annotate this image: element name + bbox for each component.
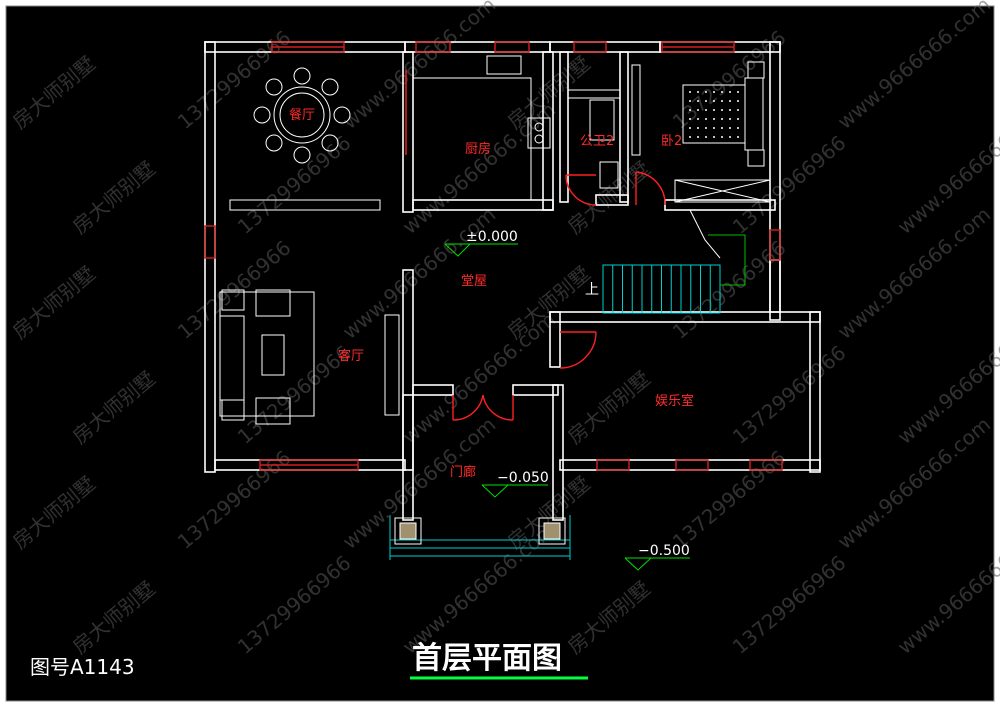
- room-label-hall: 堂屋: [461, 274, 487, 289]
- room-label-bedroom: 卧2: [661, 134, 682, 149]
- toilet-fixtures: [567, 89, 621, 189]
- room-label-dining: 餐厅: [289, 107, 315, 123]
- bed-dot: [689, 100, 691, 102]
- kitchen-fixtures: [412, 55, 551, 201]
- room-label-porch: 门廊: [450, 464, 476, 480]
- living-furniture: [219, 289, 400, 425]
- elevation-main: ±0.000: [466, 229, 518, 245]
- bed-dot: [689, 118, 691, 120]
- bed-dot: [697, 136, 699, 138]
- bed-dot: [697, 109, 699, 111]
- drawing-title: 首层平面图: [412, 641, 562, 676]
- bed-dot: [737, 109, 739, 111]
- dining-table: [253, 67, 351, 164]
- bed-dot: [729, 109, 731, 111]
- stair-up-label: 上: [585, 282, 599, 298]
- bed-dot: [705, 109, 707, 111]
- bed-dot: [705, 118, 707, 120]
- bed-dot: [721, 136, 723, 138]
- bed-dot: [729, 136, 731, 138]
- drawing-number: 图号A1143: [30, 655, 135, 679]
- bed-dot: [729, 91, 731, 93]
- bed-dot: [713, 91, 715, 93]
- porch-columns: [394, 517, 566, 545]
- bed-dot: [713, 100, 715, 102]
- bed-dot: [721, 100, 723, 102]
- bed-dot: [721, 118, 723, 120]
- bed-dot: [737, 118, 739, 120]
- bed-dot: [697, 100, 699, 102]
- bed-dot: [737, 136, 739, 138]
- room-label-entertainment: 娱乐室: [655, 393, 694, 409]
- elevation-marker-porch: −0.050: [481, 470, 549, 498]
- bed-dot: [713, 109, 715, 111]
- bed-dot: [705, 127, 707, 129]
- bed-dot: [689, 91, 691, 93]
- bed-dot: [737, 91, 739, 93]
- bed-dot: [705, 91, 707, 93]
- bed-dot: [713, 127, 715, 129]
- bed-dot: [737, 127, 739, 129]
- bed: [631, 61, 765, 167]
- bed-dot: [721, 91, 723, 93]
- bed-dot: [721, 109, 723, 111]
- drawing-canvas: [5, 5, 995, 702]
- bed-dot: [721, 127, 723, 129]
- bed-dot: [737, 100, 739, 102]
- bed-dot: [705, 136, 707, 138]
- elevation-marker-outside: −0.500: [624, 543, 690, 571]
- bed-dot: [689, 109, 691, 111]
- bed-dot: [689, 127, 691, 129]
- elevation-marker-main: ±0.000: [444, 229, 518, 257]
- bed-dot: [705, 100, 707, 102]
- room-label-living: 客厅: [338, 348, 364, 364]
- elevation-outside: −0.500: [638, 543, 690, 559]
- room-label-kitchen: 厨房: [465, 141, 491, 157]
- bed-dot: [697, 127, 699, 129]
- walls: [204, 41, 821, 521]
- bed-dot: [729, 100, 731, 102]
- bed-dot: [697, 118, 699, 120]
- bed-dot: [713, 136, 715, 138]
- windows: [204, 41, 783, 471]
- sideboard: [229, 199, 381, 211]
- elevation-porch: −0.050: [497, 470, 549, 486]
- bed-dot: [729, 127, 731, 129]
- bed-dot: [697, 91, 699, 93]
- porch-steps: [389, 515, 571, 560]
- bed-dot: [729, 118, 731, 120]
- bed-dot: [713, 118, 715, 120]
- room-label-toilet: 公卫2: [580, 134, 614, 149]
- staircase: [602, 179, 771, 314]
- bed-dot: [689, 136, 691, 138]
- doors: [405, 70, 666, 421]
- bed-pattern: [689, 91, 739, 138]
